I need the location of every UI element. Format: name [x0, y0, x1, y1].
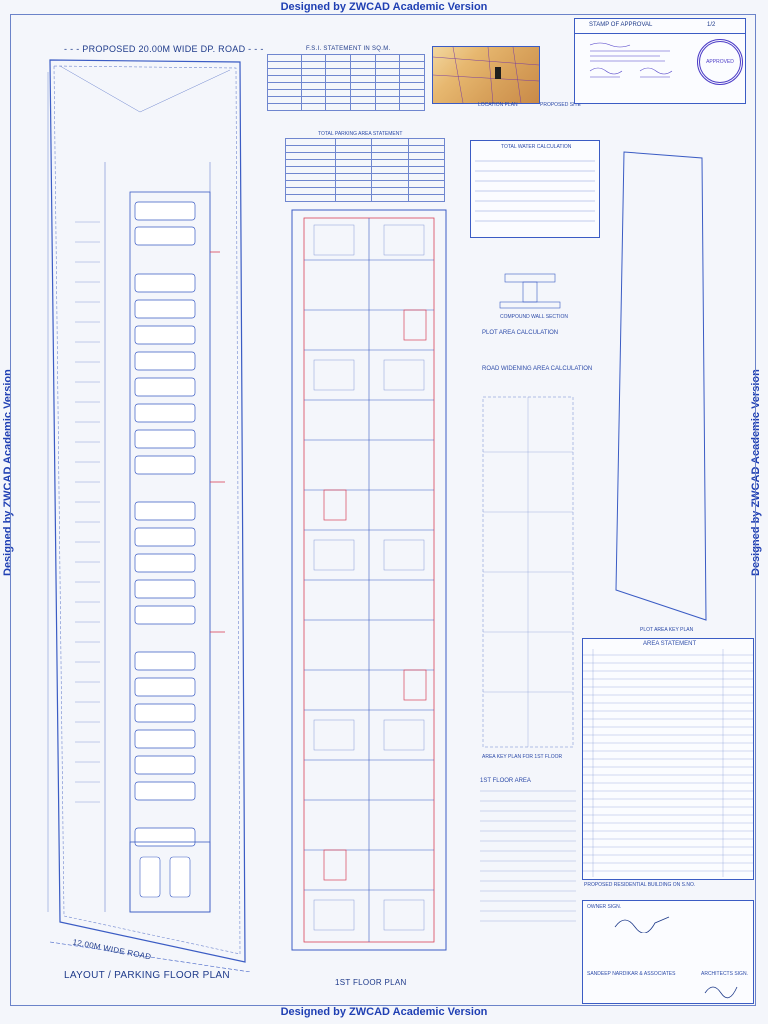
area-key-plan-label: AREA KEY PLAN FOR 1ST FLOOR — [482, 754, 563, 760]
road-widening-title: ROAD WIDENING AREA CALCULATION — [482, 366, 593, 372]
approval-round-stamp: APPROVED — [697, 39, 743, 85]
watermark-top: Designed by ZWCAD Academic Version — [280, 1, 488, 13]
fsi-statement-title: F.S.I. STATEMENT IN SQ.M. — [306, 46, 391, 52]
compound-wall-detail — [499, 273, 561, 309]
layout-parking-plan — [47, 59, 251, 972]
architect-name: SANDEEP NARDIKAR & ASSOCIATES — [587, 971, 676, 977]
plot-key-plan-label: PLOT AREA KEY PLAN — [640, 627, 694, 633]
location-plan-map — [432, 46, 540, 104]
drawing-sheet-border — [10, 14, 756, 1006]
water-calc-lines — [475, 160, 595, 222]
first-floor-plan — [291, 209, 447, 951]
first-floor-area-table — [480, 790, 576, 922]
area-statement-title: AREA STATEMENT — [643, 641, 697, 647]
proposed-site-label: PROPOSED SITE — [540, 102, 581, 108]
approval-divider — [575, 33, 745, 34]
location-plan-label: LOCATION PLAN — [478, 102, 518, 108]
water-calculation-box: TOTAL WATER CALCULATION — [470, 140, 600, 238]
water-calc-title: TOTAL WATER CALCULATION — [501, 144, 572, 150]
watermark-bottom: Designed by ZWCAD Academic Version — [280, 1006, 488, 1018]
layout-plan-title: LAYOUT / PARKING FLOOR PLAN — [64, 970, 230, 981]
architect-sign-label: ARCHITECTS SIGN. — [701, 971, 748, 977]
stamp-title: STAMP OF APPROVAL — [589, 22, 653, 28]
title-block: OWNER SIGN. SANDEEP NARDIKAR & ASSOCIATE… — [582, 900, 754, 1004]
owner-sign-label: OWNER SIGN. — [587, 904, 622, 910]
area-statement-box: AREA STATEMENT — [582, 638, 754, 880]
area-statement-grid — [583, 649, 753, 877]
parking-table — [285, 138, 446, 202]
parking-statement-title: TOTAL PARKING AREA STATEMENT — [318, 131, 403, 137]
approval-signatures — [589, 42, 673, 78]
proposed-building-label: PROPOSED RESIDENTIAL BUILDING ON S.NO. — [584, 882, 696, 888]
approval-box: STAMP OF APPROVAL 1/2 APPROVED — [574, 18, 746, 104]
sheet-number: 1/2 — [707, 22, 716, 28]
first-floor-plan-title: 1ST FLOOR PLAN — [335, 978, 407, 987]
fsi-table — [267, 54, 425, 111]
first-floor-area-title: 1ST FLOOR AREA — [480, 778, 531, 784]
road-top-label: - - - PROPOSED 20.00M WIDE DP. ROAD - - … — [64, 44, 264, 54]
plot-key-plan-drawing — [615, 151, 707, 621]
owner-signature — [614, 916, 670, 933]
plot-area-calc-title: PLOT AREA CALCULATION — [482, 330, 559, 336]
area-key-plan — [482, 396, 574, 748]
compound-wall-label: COMPOUND WALL SECTION — [500, 314, 568, 320]
architect-signature — [704, 986, 738, 999]
